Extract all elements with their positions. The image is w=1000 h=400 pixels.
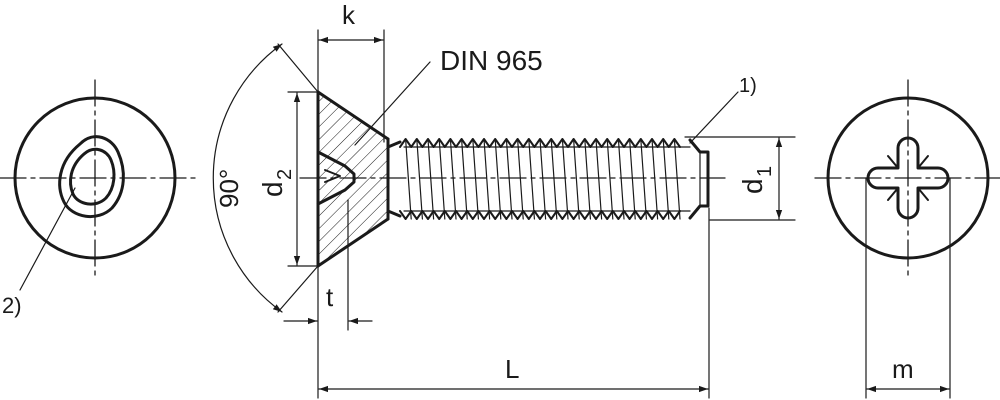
note1-leader <box>689 91 739 144</box>
pozidriv-rays <box>887 155 929 201</box>
angle-ext-top <box>277 43 319 93</box>
right-end-view: m <box>814 79 1000 399</box>
screw-side-view <box>299 90 726 268</box>
note2-label: 2) <box>2 293 22 318</box>
head-cone-bottom <box>316 217 390 268</box>
d2-sub: 2 <box>274 169 296 180</box>
shank-bottom-join <box>386 209 402 218</box>
note1-label: 1) <box>739 75 757 97</box>
pozidriv-cross <box>866 136 950 220</box>
thread-crest-bottom <box>399 210 681 220</box>
dimensions: k DIN 965 90° d 2 d 1 1) t <box>212 0 796 399</box>
standard-label: DIN 965 <box>440 45 543 76</box>
angle-label: 90° <box>214 169 244 208</box>
recess-inner <box>69 147 116 206</box>
angle-arc <box>212 43 283 313</box>
thread-flanks <box>405 138 681 220</box>
d2-label: d 2 <box>257 169 296 197</box>
d1-sub: 1 <box>754 166 776 177</box>
standard-leader <box>354 61 431 146</box>
shank-top-join <box>386 140 402 149</box>
note2-leader <box>19 187 76 291</box>
d1-main: d <box>737 178 768 194</box>
recess-outer <box>58 135 125 218</box>
k-label: k <box>342 0 356 30</box>
angle-ext-bottom <box>277 265 319 313</box>
head-cone-top <box>316 90 390 141</box>
recess-detail <box>324 169 341 183</box>
d1-label: d 1 <box>737 166 776 194</box>
m-label: m <box>892 354 914 384</box>
L-label: L <box>505 354 519 384</box>
screw-tip <box>688 138 710 220</box>
left-end-view: 2) <box>0 79 196 318</box>
t-label: t <box>326 282 334 312</box>
d2-main: d <box>257 181 288 197</box>
